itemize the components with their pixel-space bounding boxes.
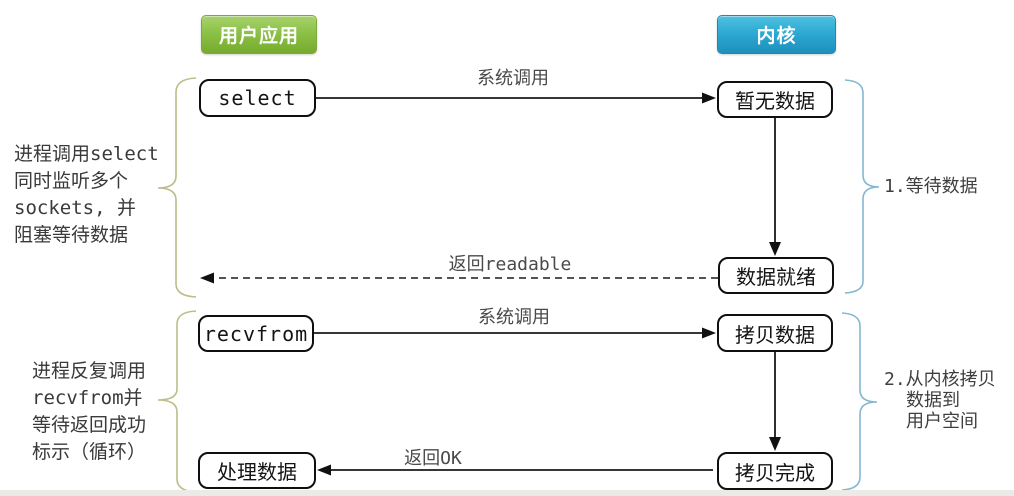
annotation-line: 进程调用select: [14, 143, 159, 165]
copy-done-node: 拷贝完成: [717, 452, 833, 490]
arrow-copy-head: [769, 437, 781, 451]
annotation-line: 1.等待数据: [884, 176, 978, 197]
copy-data-annotation: 2.从内核拷贝 数据到 用户空间: [884, 369, 996, 432]
recvfrom-annotation: 进程反复调用 recvfrom并 等待返回成功 标示（循环）: [32, 358, 146, 466]
arrow-wait-head: [769, 242, 781, 256]
annotation-line: recvfrom并: [32, 387, 143, 409]
arrow-return-ok-head: [317, 464, 331, 476]
arrow-syscall-1-head: [702, 92, 716, 104]
left-brace-1: [157, 77, 197, 298]
annotation-line: 同时监听多个: [14, 170, 129, 192]
select-node: select: [199, 79, 316, 117]
user-app-header: 用户应用: [201, 15, 317, 54]
bottom-edge: [0, 490, 1014, 496]
right-brace-1: [844, 79, 880, 294]
annotation-line: 2.从内核拷贝: [884, 369, 996, 390]
wait-data-annotation: 1.等待数据: [884, 176, 978, 197]
annotation-line: 阻塞等待数据: [14, 224, 129, 246]
return-readable-label: 返回readable: [448, 254, 572, 275]
kernel-header: 内核: [717, 15, 836, 54]
copy-data-node: 拷贝数据: [717, 314, 833, 352]
data-ready-node: 数据就绪: [718, 257, 834, 294]
annotation-line: 等待返回成功: [32, 414, 147, 436]
syscall-1-label: 系统调用: [477, 68, 549, 89]
process-data-node: 处理数据: [198, 452, 316, 489]
return-ok-label: 返回OK: [404, 448, 462, 469]
annotation-line: 数据到: [906, 390, 960, 411]
annotation-line: sockets, 并: [14, 197, 136, 219]
annotation-line: 进程反复调用: [32, 360, 147, 382]
no-data-node: 暂无数据: [717, 81, 833, 118]
annotation-line: 用户空间: [906, 411, 978, 432]
arrow-return-readable-head: [200, 272, 214, 284]
left-brace-2: [157, 310, 197, 493]
right-brace-2: [841, 312, 878, 491]
syscall-2-label: 系统调用: [478, 307, 550, 328]
annotation-line: 标示（循环）: [32, 441, 147, 463]
arrow-syscall-2-head: [702, 327, 716, 339]
recvfrom-node: recvfrom: [198, 315, 314, 352]
select-annotation: 进程调用select 同时监听多个 sockets, 并 阻塞等待数据: [14, 141, 159, 249]
